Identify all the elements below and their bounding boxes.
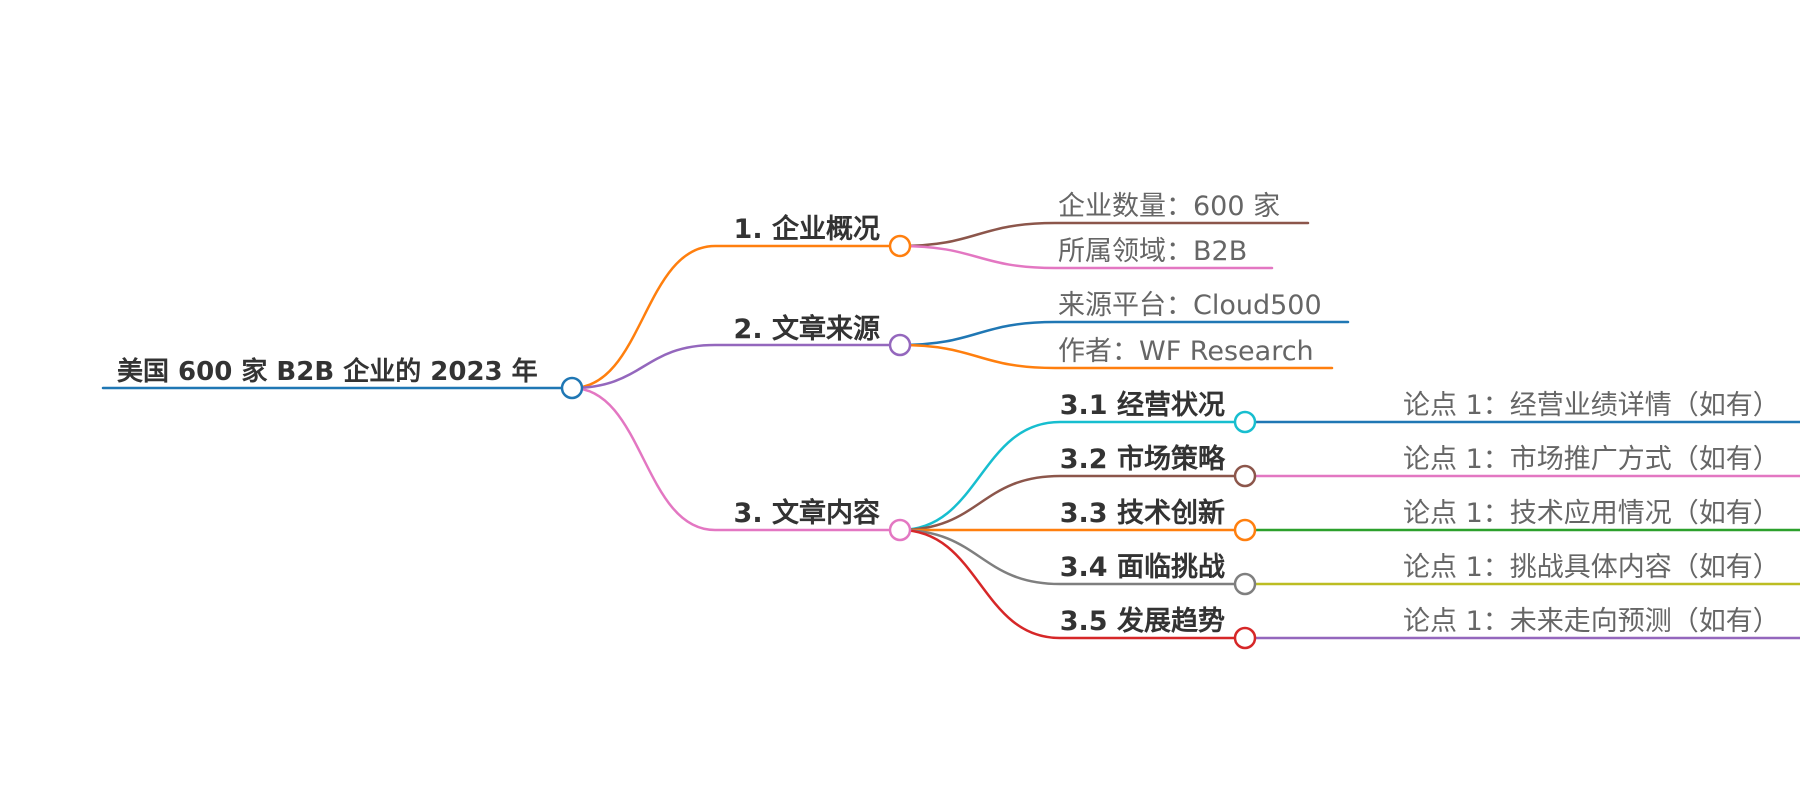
subtopic-3-3-label: 3.3 技术创新 — [1060, 497, 1225, 529]
edge-root-to-branch-3 — [570, 386, 902, 532]
edge-branch-1-to-leaf-1 — [898, 221, 1310, 248]
leaf-topic-2-2[interactable]: 作者：WF Research — [1058, 336, 1314, 367]
edge-root-to-branch-2 — [570, 343, 902, 390]
branch-2-node[interactable] — [888, 333, 912, 357]
subtopic-3-5-label: 3.5 发展趋势 — [1060, 605, 1225, 637]
subtopic-3-5-node[interactable] — [1233, 626, 1257, 650]
root-topic-label: 美国 600 家 B2B 企业的 2023 年 — [117, 356, 538, 387]
branch-topic-2-label: 2. 文章来源 — [734, 313, 880, 345]
subtopic-3-4-node[interactable] — [1233, 572, 1257, 596]
edge-branch-1-to-leaf-2 — [898, 244, 1274, 270]
edge-branch-2-to-leaf-2 — [898, 343, 1334, 370]
branch-topic-3-label: 3. 文章内容 — [734, 497, 880, 529]
branch-topic-1-label: 1. 企业概况 — [734, 213, 880, 245]
subtopic-3-3-node[interactable] — [1233, 518, 1257, 542]
subtopic-3-2[interactable]: 3.2 市场策略 — [1060, 443, 1226, 475]
point-topic-3-4[interactable]: 论点 1：挑战具体内容（如有） — [1403, 552, 1780, 583]
point-topic-3-5[interactable]: 论点 1：未来走向预测（如有） — [1403, 606, 1780, 637]
edge-branch-3-to-subtopic-2 — [898, 474, 1247, 532]
branch-1-node[interactable] — [888, 234, 912, 258]
branch-3-node[interactable] — [888, 518, 912, 542]
branch-topic-1[interactable]: 1. 企业概况 — [734, 213, 880, 245]
leaf-topic-1-1-label: 企业数量：600 家 — [1058, 191, 1280, 222]
subtopic-3-4[interactable]: 3.4 面临挑战 — [1060, 551, 1225, 583]
leaf-topic-1-2-label: 所属领域：B2B — [1058, 236, 1247, 267]
root-topic[interactable]: 美国 600 家 B2B 企业的 2023 年 — [117, 356, 538, 387]
branch-topic-3[interactable]: 3. 文章内容 — [734, 497, 880, 529]
point-topic-3-3-label: 论点 1：技术应用情况（如有） — [1403, 498, 1780, 529]
point-topic-3-1[interactable]: 论点 1：经营业绩详情（如有） — [1403, 390, 1780, 421]
subtopic-3-2-node[interactable] — [1233, 464, 1257, 488]
edge-root-to-branch-1 — [570, 244, 902, 390]
leaf-topic-1-1[interactable]: 企业数量：600 家 — [1058, 191, 1280, 222]
edge-branch-3-to-subtopic-5 — [898, 528, 1247, 640]
leaf-topic-2-2-label: 作者：WF Research — [1058, 336, 1314, 367]
edge-branch-3-to-subtopic-1 — [898, 420, 1247, 532]
leaf-topic-1-2[interactable]: 所属领域：B2B — [1058, 236, 1247, 267]
point-topic-3-2-label: 论点 1：市场推广方式（如有） — [1403, 444, 1780, 475]
leaf-topic-2-1[interactable]: 来源平台：Cloud500 — [1058, 290, 1322, 321]
subtopic-3-3[interactable]: 3.3 技术创新 — [1060, 497, 1225, 529]
leaf-topic-2-1-label: 来源平台：Cloud500 — [1058, 290, 1322, 321]
mindmap-nodes — [560, 234, 1257, 650]
point-topic-3-3[interactable]: 论点 1：技术应用情况（如有） — [1403, 498, 1780, 529]
edge-branch-3-to-subtopic-4 — [898, 528, 1247, 586]
subtopic-3-1[interactable]: 3.1 经营状况 — [1060, 389, 1225, 421]
subtopic-3-4-label: 3.4 面临挑战 — [1060, 551, 1225, 583]
subtopic-3-1-node[interactable] — [1233, 410, 1257, 434]
subtopic-3-2-label: 3.2 市场策略 — [1060, 443, 1226, 475]
point-topic-3-4-label: 论点 1：挑战具体内容（如有） — [1403, 552, 1780, 583]
subtopic-3-1-label: 3.1 经营状况 — [1060, 389, 1225, 421]
branch-topic-2[interactable]: 2. 文章来源 — [734, 313, 880, 345]
point-topic-3-2[interactable]: 论点 1：市场推广方式（如有） — [1403, 444, 1780, 475]
point-topic-3-1-label: 论点 1：经营业绩详情（如有） — [1403, 390, 1780, 421]
mindmap-edges — [101, 221, 1800, 640]
point-topic-3-5-label: 论点 1：未来走向预测（如有） — [1403, 606, 1780, 637]
subtopic-3-5[interactable]: 3.5 发展趋势 — [1060, 605, 1225, 637]
root-node[interactable] — [560, 376, 584, 400]
edge-branch-2-to-leaf-1 — [898, 320, 1350, 347]
